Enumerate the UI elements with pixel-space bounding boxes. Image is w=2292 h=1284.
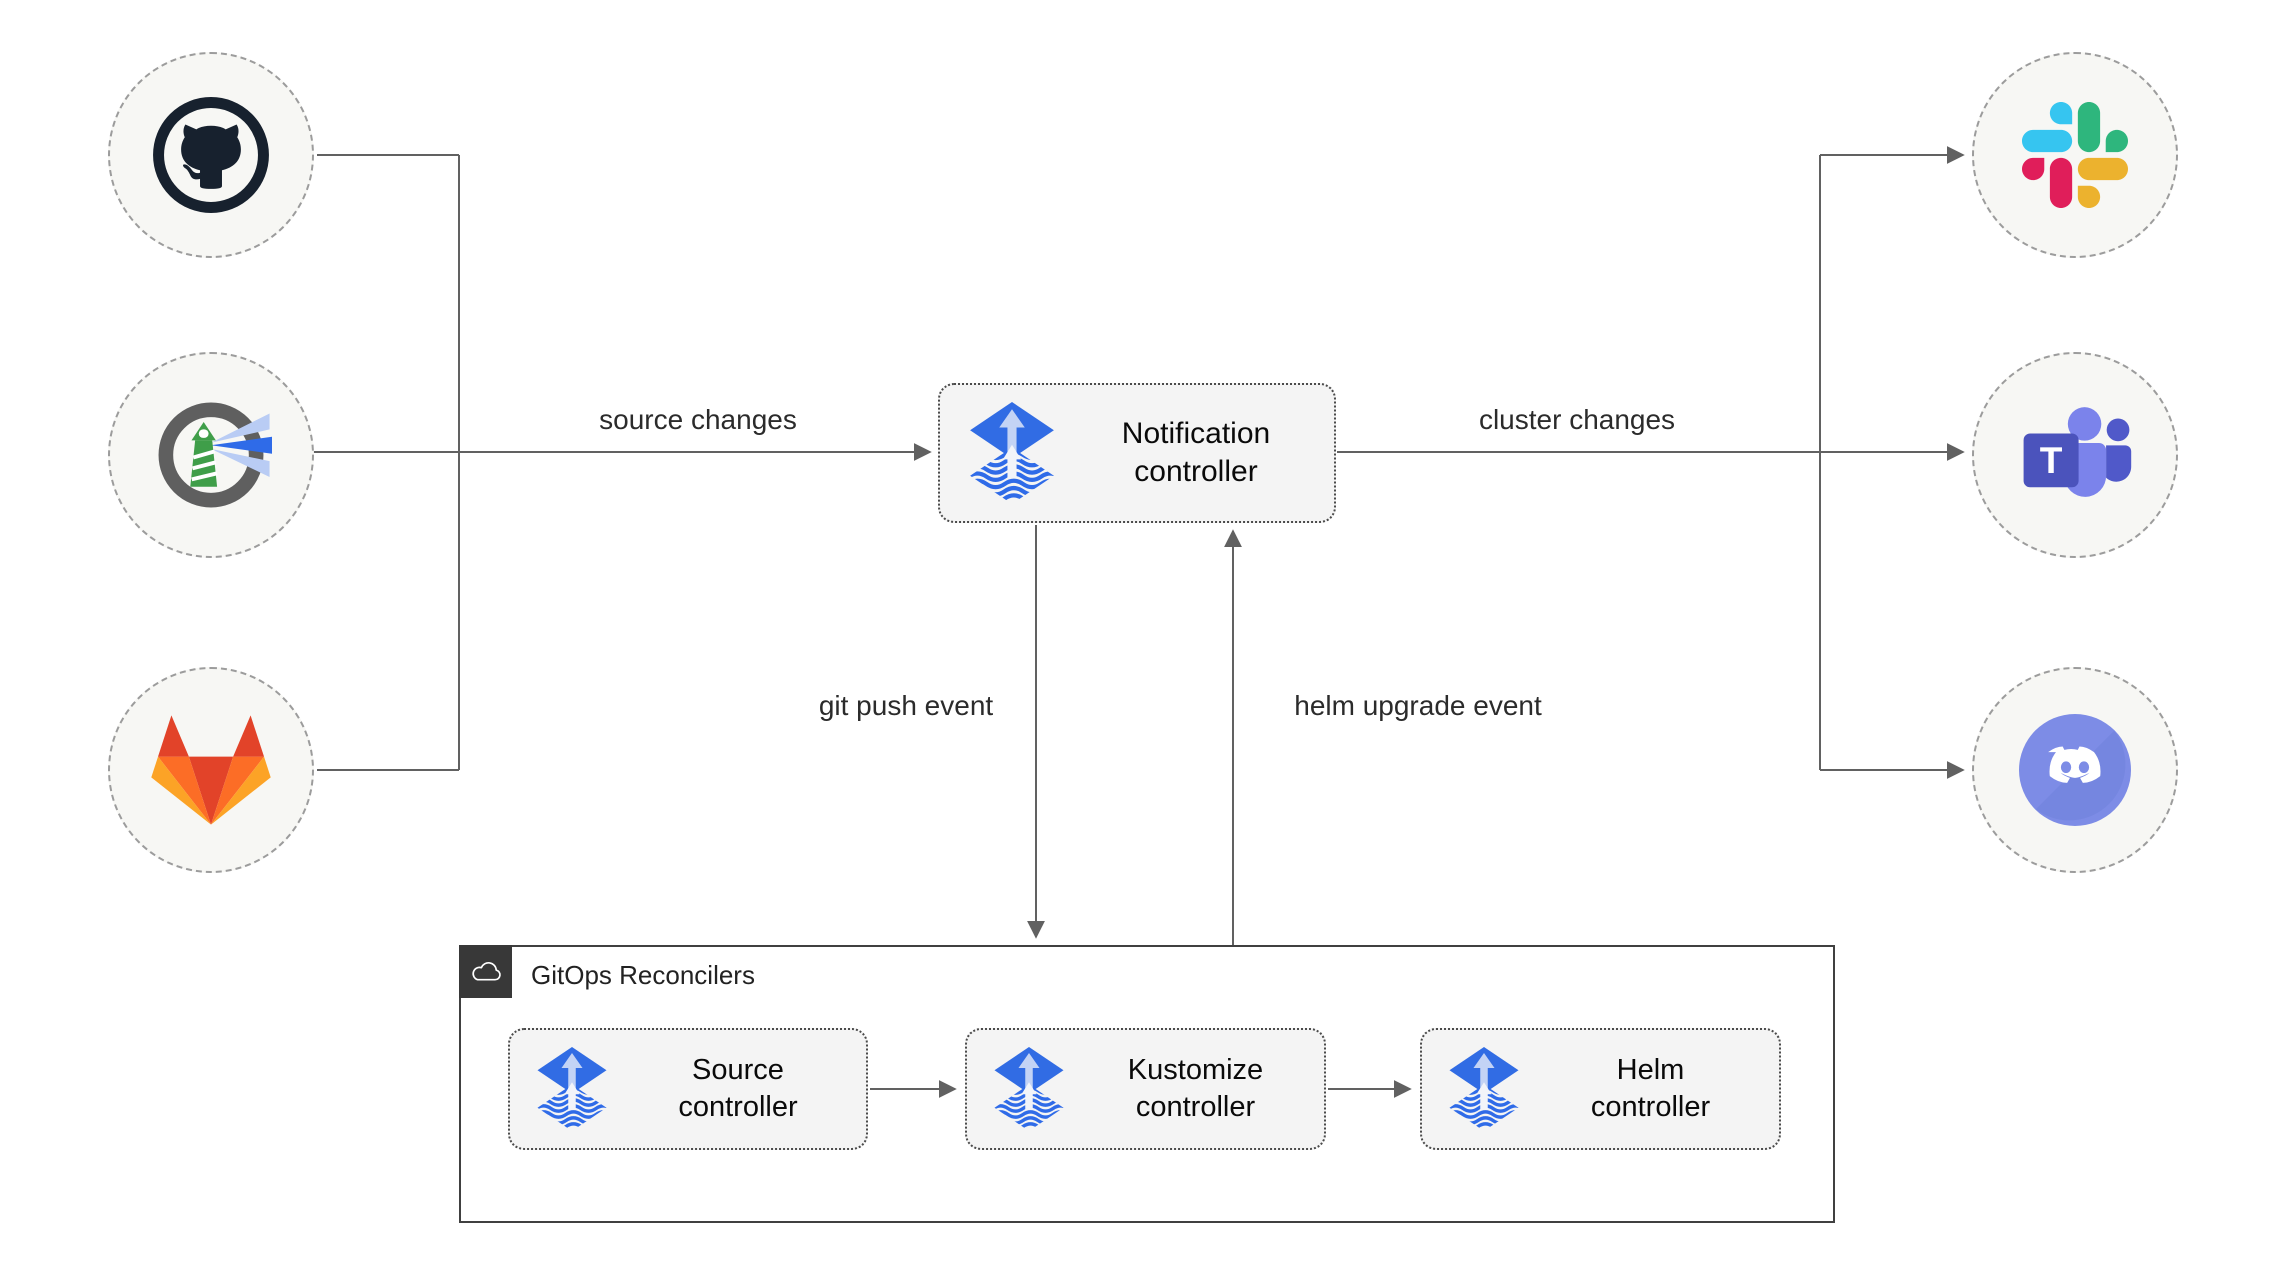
notification-controller-node: Notification controller (938, 383, 1336, 523)
source-controller-label: Source controller (678, 1054, 798, 1123)
node-github (108, 52, 314, 258)
group-badge (459, 945, 512, 998)
harbor-icon (150, 394, 272, 516)
group-title: GitOps Reconcilers (531, 960, 755, 990)
kustomize-controller-label: Kustomize controller (1127, 1054, 1264, 1123)
kustomize-controller-node: Kustomize controller (965, 1028, 1326, 1150)
edge-label-cluster-changes: cluster changes (1478, 404, 1676, 435)
teams-icon (2015, 400, 2135, 510)
node-teams (1972, 352, 2178, 558)
gitlab-icon (151, 714, 271, 826)
node-harbor (108, 352, 314, 558)
node-discord (1972, 667, 2178, 873)
discord-icon (2019, 714, 2131, 826)
helm-controller-node: Helm controller (1420, 1028, 1781, 1150)
node-gitlab (108, 667, 314, 873)
notification-controller-label: Notification controller (1121, 417, 1271, 488)
source-controller-node: Source controller (508, 1028, 868, 1150)
flux-icon (966, 402, 1058, 504)
edge-label-git-push-event: git push event (818, 690, 994, 721)
flux-icon (534, 1047, 610, 1131)
edge-label-source-changes: source changes (599, 404, 797, 435)
node-slack (1972, 52, 2178, 258)
gitops-reconcilers-group: GitOps Reconcilers (459, 945, 1835, 1223)
edge-label-helm-upgrade-event: helm upgrade event (1294, 690, 1542, 721)
github-icon (150, 94, 272, 216)
flux-icon (1446, 1047, 1522, 1131)
flux-icon (991, 1047, 1067, 1131)
cloud-icon (469, 958, 503, 986)
helm-controller-label: Helm controller (1590, 1054, 1711, 1123)
slack-icon (2022, 102, 2128, 208)
